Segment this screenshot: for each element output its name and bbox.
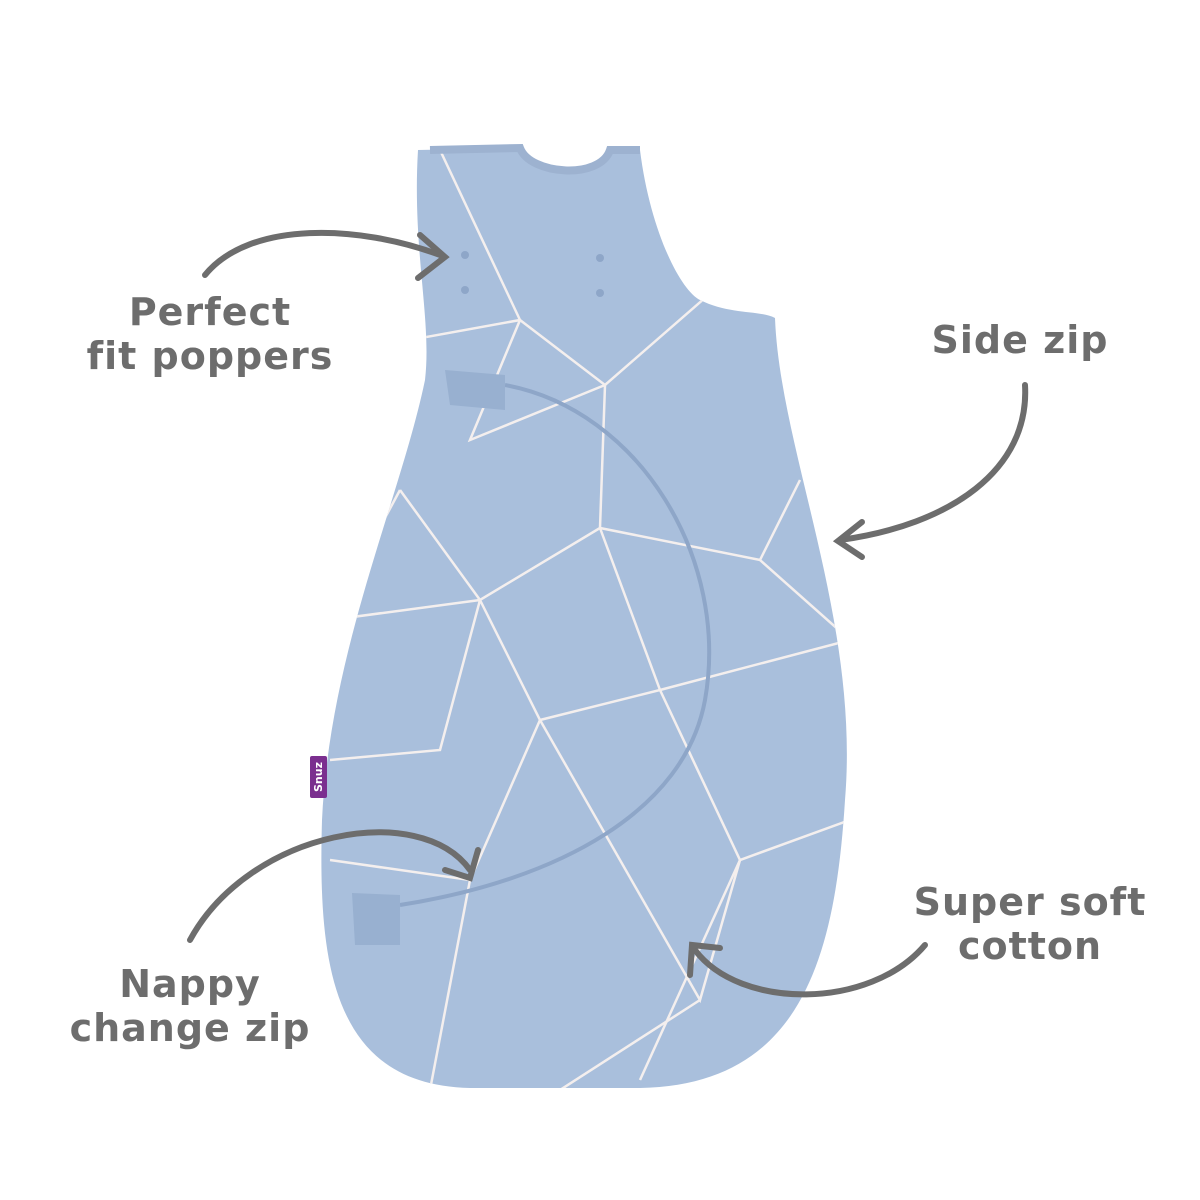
- brand-tag: Snuz: [310, 756, 327, 798]
- callout-perfect-fit-poppers: Perfect fit poppers: [80, 290, 340, 378]
- callout-side-zip: Side zip: [931, 318, 1109, 362]
- brand-tag-text: Snuz: [312, 762, 325, 792]
- side-zip-arrow-icon: [837, 382, 1029, 543]
- callout-line: Super soft: [913, 880, 1147, 924]
- popper-buttons: [461, 251, 604, 297]
- callout-line: change zip: [69, 1006, 311, 1050]
- callout-line: Nappy: [119, 962, 261, 1006]
- cotton-arrow-icon: [692, 942, 928, 998]
- poppers-arrow-icon: [202, 229, 443, 278]
- arrows: [187, 229, 1029, 998]
- callout-line: fit poppers: [86, 334, 334, 378]
- sleeping-bag: Snuz: [310, 143, 847, 1088]
- side-zip: [399, 383, 712, 907]
- callout-nappy-change-zip: Nappy change zip: [60, 962, 320, 1050]
- callout-line: cotton: [957, 924, 1103, 968]
- callout-super-soft-cotton: Super soft cotton: [905, 880, 1155, 968]
- callout-line: Perfect: [128, 290, 292, 334]
- nappy-arrow-icon: [187, 829, 473, 943]
